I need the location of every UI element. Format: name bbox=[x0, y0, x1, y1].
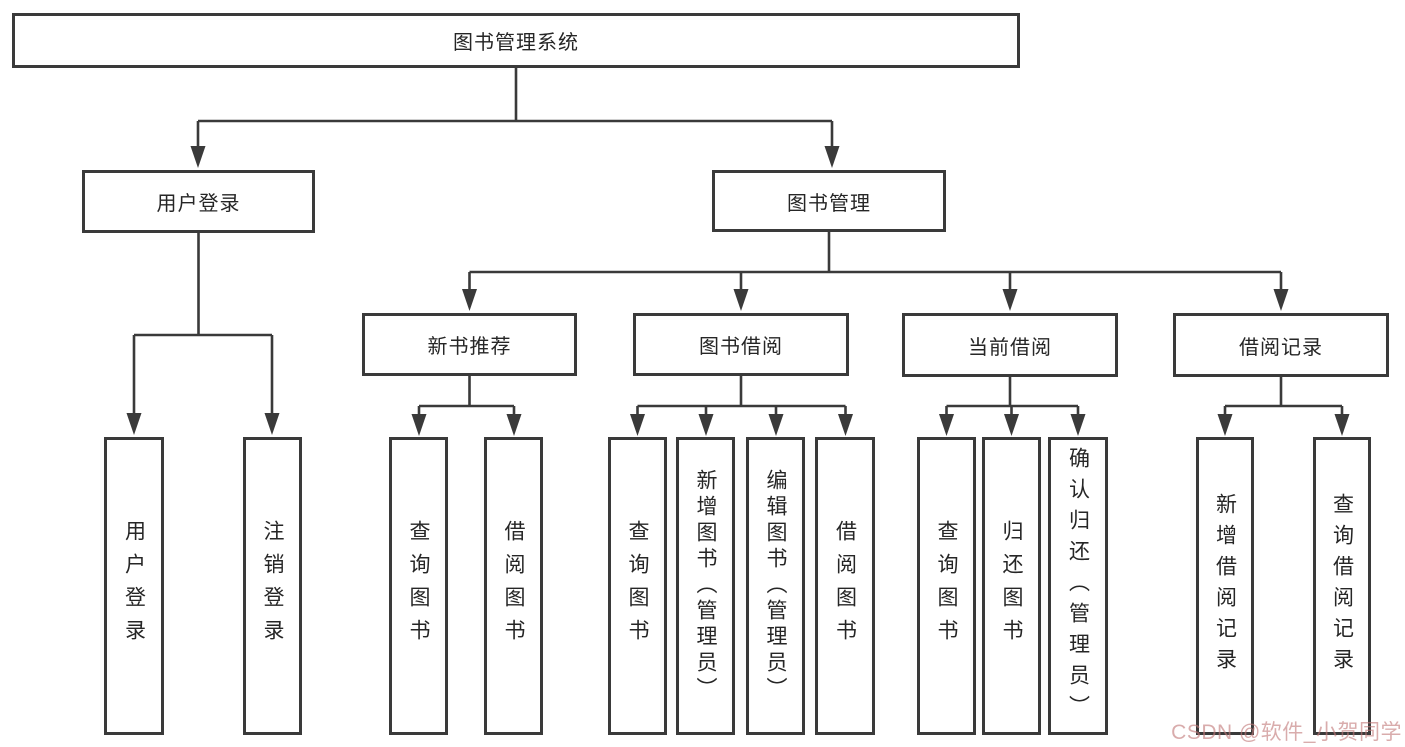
leaf-return-book: 归还图书 bbox=[982, 437, 1041, 735]
node-current-borrow: 当前借阅 bbox=[902, 313, 1118, 377]
node-book-borrow: 图书借阅 bbox=[633, 313, 849, 376]
node-borrow-records: 借阅记录 bbox=[1173, 313, 1389, 377]
leaf-borrow-book: 借阅图书 bbox=[484, 437, 543, 735]
csdn-watermark: CSDN @软件_小贺同学 bbox=[1171, 721, 1402, 744]
node-new-book-recommend: 新书推荐 bbox=[362, 313, 577, 376]
leaf-query-book: 查询图书 bbox=[389, 437, 448, 735]
leaf-confirm-return-admin: 确认归还（管理员） bbox=[1048, 437, 1108, 735]
leaf-query-book: 查询图书 bbox=[608, 437, 667, 735]
leaf-user-login: 用户登录 bbox=[104, 437, 164, 735]
node-root: 图书管理系统 bbox=[12, 13, 1020, 68]
leaf-add-book-admin: 新增图书（管理员） bbox=[676, 437, 735, 735]
leaf-borrow-book: 借阅图书 bbox=[815, 437, 875, 735]
leaf-query-borrow-record: 查询借阅记录 bbox=[1313, 437, 1371, 735]
leaf-edit-book-admin: 编辑图书（管理员） bbox=[746, 437, 805, 735]
node-book-management: 图书管理 bbox=[712, 170, 946, 232]
leaf-add-borrow-record: 新增借阅记录 bbox=[1196, 437, 1254, 735]
node-user-login: 用户登录 bbox=[82, 170, 315, 233]
leaf-query-book: 查询图书 bbox=[917, 437, 976, 735]
leaf-logout: 注销登录 bbox=[243, 437, 302, 735]
